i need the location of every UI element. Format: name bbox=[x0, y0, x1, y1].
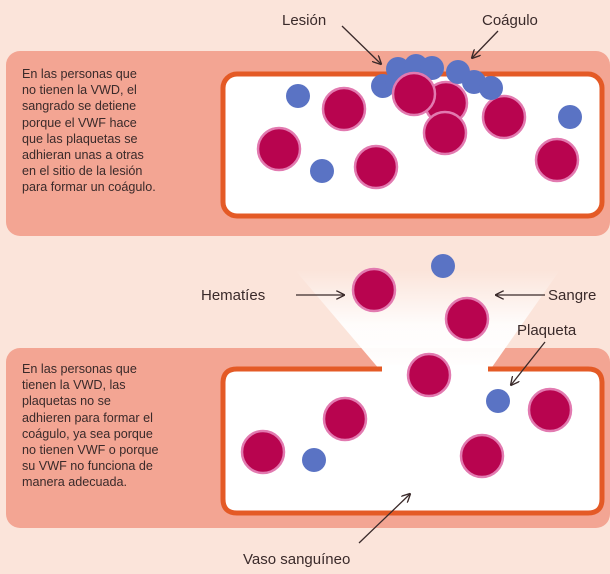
red-blood-cell bbox=[536, 139, 578, 181]
text-line: En las personas que bbox=[22, 66, 208, 82]
red-blood-cell bbox=[355, 146, 397, 188]
label-vaso-sanguineo: Vaso sanguíneo bbox=[243, 551, 350, 568]
platelet bbox=[479, 76, 503, 100]
text-line: en el sitio de la lesión bbox=[22, 163, 208, 179]
platelet bbox=[302, 448, 326, 472]
text-line: para formar un coágulo. bbox=[22, 179, 208, 195]
red-blood-cell bbox=[483, 96, 525, 138]
text-line: porque el VWF hace bbox=[22, 115, 208, 131]
red-blood-cell bbox=[446, 298, 488, 340]
red-blood-cell bbox=[242, 431, 284, 473]
top-panel-description: En las personas que no tienen la VWD, el… bbox=[22, 66, 208, 196]
red-blood-cell bbox=[529, 389, 571, 431]
text-line: adhieran unas a otras bbox=[22, 147, 208, 163]
platelet bbox=[431, 254, 455, 278]
text-line: su VWF no funciona de bbox=[22, 458, 208, 474]
red-blood-cell bbox=[393, 73, 435, 115]
text-line: coágulo, ya sea porque bbox=[22, 426, 208, 442]
text-line: plaquetas no se bbox=[22, 393, 208, 409]
bottom-panel-description: En las personas que tienen la VWD, las p… bbox=[22, 361, 208, 491]
label-plaqueta: Plaqueta bbox=[517, 322, 577, 339]
text-line: que las plaquetas se bbox=[22, 131, 208, 147]
label-lesion: Lesión bbox=[282, 12, 326, 29]
label-sangre: Sangre bbox=[548, 287, 596, 304]
platelet bbox=[558, 105, 582, 129]
red-blood-cell bbox=[408, 354, 450, 396]
text-line: tienen la VWD, las bbox=[22, 377, 208, 393]
platelet bbox=[286, 84, 310, 108]
text-line: no tienen la VWD, el bbox=[22, 82, 208, 98]
red-blood-cell bbox=[353, 269, 395, 311]
platelet bbox=[486, 389, 510, 413]
label-coagulo: Coágulo bbox=[482, 12, 538, 29]
text-line: En las personas que bbox=[22, 361, 208, 377]
text-line: adhieren para formar el bbox=[22, 410, 208, 426]
label-hematies: Hematíes bbox=[201, 287, 265, 304]
red-blood-cell bbox=[461, 435, 503, 477]
red-blood-cell bbox=[323, 88, 365, 130]
text-line: no tienen VWF o porque bbox=[22, 442, 208, 458]
red-blood-cell bbox=[258, 128, 300, 170]
red-blood-cell bbox=[424, 112, 466, 154]
text-line: sangrado se detiene bbox=[22, 98, 208, 114]
platelet bbox=[310, 159, 334, 183]
red-blood-cell bbox=[324, 398, 366, 440]
text-line: manera adecuada. bbox=[22, 474, 208, 490]
